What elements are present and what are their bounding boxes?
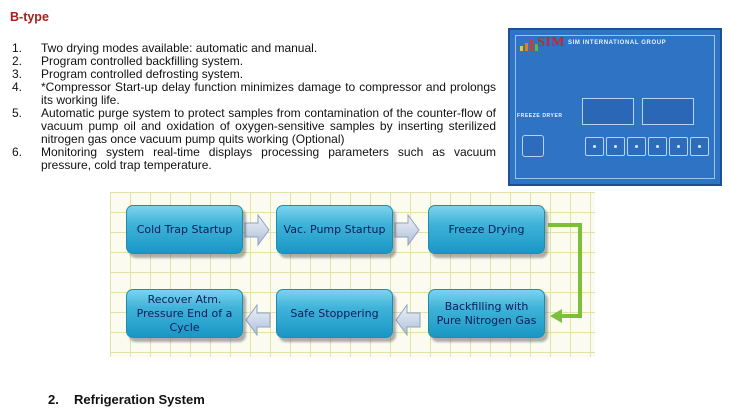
- brand-bars-logo: [520, 39, 538, 51]
- led-icon: [677, 145, 680, 148]
- list-item: 4. *Compressor Start-up delay function m…: [12, 81, 496, 107]
- list-number: 2.: [12, 54, 23, 68]
- right-display: [642, 98, 694, 125]
- step-vac-pump-startup: Vac. Pump Startup: [276, 205, 393, 254]
- list-item: 3. Program controlled defrosting system.: [12, 68, 496, 81]
- panel-button: [669, 137, 688, 156]
- left-arrow-icon: [245, 303, 271, 337]
- led-icon: [614, 145, 617, 148]
- step-freeze-drying: Freeze Drying: [428, 205, 545, 254]
- right-arrow-icon: [394, 213, 420, 247]
- list-number: 3.: [12, 67, 23, 81]
- step-label: Cold Trap Startup: [136, 222, 233, 236]
- list-item: 5. Automatic purge system to protect sam…: [12, 107, 496, 146]
- section-heading: B-type: [10, 10, 49, 24]
- logo-bar: [530, 40, 533, 51]
- step-label: Freeze Drying: [448, 222, 525, 236]
- panel-border: [515, 35, 715, 179]
- panel-button: [690, 137, 709, 156]
- list-number: 4.: [12, 80, 23, 94]
- company-name: SIM INTERNATIONAL GROUP: [568, 40, 667, 46]
- section-title: Refrigeration System: [74, 392, 205, 407]
- step-recover-pressure: Recover Atm. Pressure End of a Cycle: [126, 289, 243, 338]
- step-label: Safe Stoppering: [290, 306, 379, 320]
- list-item: 1. Two drying modes available: automatic…: [12, 42, 496, 55]
- list-item: 2. Program controlled backfilling system…: [12, 55, 496, 68]
- led-icon: [698, 145, 701, 148]
- section-number: 2.: [48, 392, 59, 407]
- list-item: 6. Monitoring system real-time displays …: [12, 146, 496, 172]
- list-text: *Compressor Start-up delay function mini…: [41, 80, 496, 107]
- brand-name: SIM: [537, 35, 565, 50]
- panel-button: [648, 137, 667, 156]
- list-text: Two drying modes available: automatic an…: [41, 42, 318, 55]
- panel-button: [606, 137, 625, 156]
- step-label: Vac. Pump Startup: [283, 222, 386, 236]
- list-number: 1.: [12, 42, 23, 55]
- right-arrow-icon: [244, 213, 270, 247]
- left-arrow-icon: [395, 303, 421, 337]
- flow-arrows: [244, 213, 582, 337]
- control-panel-image: SIM SIM INTERNATIONAL GROUP FREEZE DRYER: [508, 28, 722, 186]
- logo-bar: [520, 46, 523, 51]
- step-label: Recover Atm. Pressure End of a Cycle: [136, 292, 233, 334]
- loop-arrowhead-icon: [550, 309, 562, 323]
- logo-bar: [525, 43, 528, 51]
- panel-button: [627, 137, 646, 156]
- led-icon: [635, 145, 638, 148]
- step-backfilling: Backfilling with Pure Nitrogen Gas: [428, 289, 545, 338]
- refrigeration-section-title: 2. Refrigeration System: [48, 392, 205, 407]
- feature-list: 1. Two drying modes available: automatic…: [12, 42, 496, 172]
- list-number: 5.: [12, 106, 23, 120]
- led-icon: [656, 145, 659, 148]
- power-button: [522, 135, 544, 157]
- model-label: FREEZE DRYER: [517, 113, 563, 119]
- left-display: [582, 98, 634, 125]
- list-text: Program controlled backfilling system.: [41, 54, 244, 68]
- process-flow-diagram: Cold Trap Startup Vac. Pump Startup Free…: [110, 192, 595, 357]
- panel-button: [585, 137, 604, 156]
- list-text: Monitoring system real-time displays pro…: [41, 145, 496, 172]
- led-icon: [593, 145, 596, 148]
- list-text: Automatic purge system to protect sample…: [41, 106, 496, 146]
- step-cold-trap-startup: Cold Trap Startup: [126, 205, 243, 254]
- step-safe-stoppering: Safe Stoppering: [276, 289, 393, 338]
- list-number: 6.: [12, 145, 23, 159]
- list-text: Program controlled defrosting system.: [41, 67, 244, 81]
- logo-bar: [535, 44, 538, 51]
- step-label: Backfilling with Pure Nitrogen Gas: [436, 299, 537, 327]
- loop-arrow-icon: [548, 223, 582, 318]
